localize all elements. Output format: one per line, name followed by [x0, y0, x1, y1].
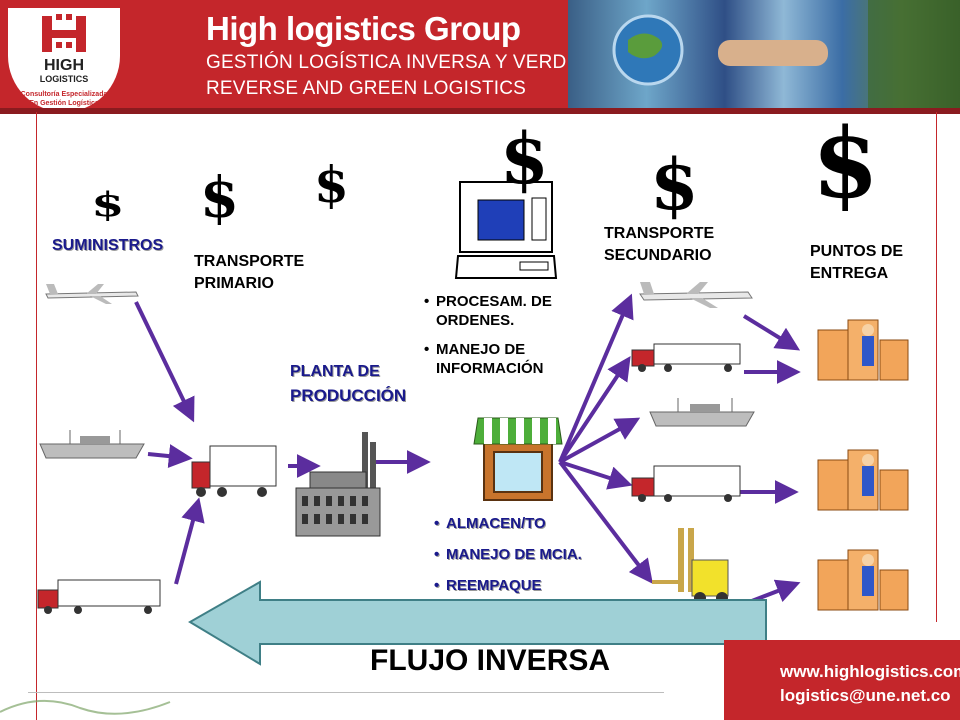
label-flujo-inversa: FLUJO INVERSA: [370, 644, 611, 677]
label-planta-1: PLANTA DE: [290, 363, 380, 380]
ship-icon: [39, 430, 145, 459]
arrow-store-to-forklift: [558, 460, 653, 584]
footer-bar: [724, 640, 960, 720]
bullet-manejo-info-line2: INFORMACIÓN: [436, 360, 544, 377]
info-bullet-list: PROCESAM. DE ORDENES. MANEJO DE INFORMACIÓ…: [424, 292, 552, 378]
bullet-procesamiento-line1: PROCESAM. DE: [436, 293, 552, 310]
computer-icon: [454, 181, 558, 279]
bullet-manejo-info-line1: MANEJO DE: [436, 341, 526, 358]
footer-rule: [28, 692, 664, 693]
header-title: High logistics Group: [206, 10, 521, 47]
dollar-icon-secundario: $: [650, 143, 699, 226]
bullet-manejo-info: MANEJO DE INFORMACIÓN: [424, 340, 552, 378]
dollar-icon-procesamiento: $: [500, 117, 549, 200]
arrow-store-to-ship: [559, 417, 641, 464]
label-suministros: SUMINISTROS: [52, 237, 164, 254]
label-planta-2: PRODUCCIÓN: [290, 386, 407, 405]
bullet-procesamiento: PROCESAM. DE ORDENES.: [424, 292, 552, 330]
label-transporte-primario-2: PRIMARIO: [194, 275, 274, 292]
arrow-ship-to-truck: [147, 444, 193, 469]
store-icon: [473, 417, 563, 501]
arrow-truck-to-truck: [174, 497, 205, 585]
dollar-icon-entrega: $: [812, 107, 879, 220]
right-border-line: [936, 112, 937, 622]
bullet-procesamiento-line2: ORDENES.: [436, 312, 515, 329]
dollar-icon-planta: $: [314, 155, 349, 214]
secondary-truck-icon: [631, 343, 741, 372]
delivery-workers-icon-3: [817, 549, 909, 611]
logo-tagline-2: En Gestión Logística: [29, 100, 99, 107]
arrow-plane-to-delivery: [742, 314, 801, 351]
footer-email-link[interactable]: logistics@une.net.co: [780, 686, 951, 705]
label-transporte-primario-1: TRANSPORTE: [194, 253, 305, 270]
secondary-truck-2-icon: [631, 465, 741, 502]
bullet-almacenamiento: ALMACEN/TO: [434, 514, 582, 533]
footer-website-link[interactable]: www.highlogistics.com: [780, 662, 960, 681]
warehouse-bullet-list: ALMACEN/TO MANEJO DE MCIA. REEMPAQUE: [434, 514, 582, 595]
footer-vine-icon: [0, 699, 171, 715]
header-banner-image: [568, 0, 960, 108]
secondary-airplane-icon: [639, 282, 753, 308]
header-subtitle-1: GESTIÓN LOGÍSTICA INVERSA Y VERDE: [206, 52, 580, 73]
company-logo: HIGH LOGISTICS Consultoría Especializada…: [8, 8, 120, 112]
header-divider: [0, 108, 960, 114]
delivery-workers-icon-2: [817, 449, 909, 511]
dollar-icon-primario: $: [200, 165, 239, 231]
primary-truck-icon: [191, 445, 277, 497]
reverse-flow-arrow: [188, 580, 767, 666]
left-border-line: [36, 112, 37, 720]
label-transporte-secundario-1: TRANSPORTE: [604, 225, 715, 242]
delivery-workers-icon-1: [817, 319, 909, 381]
label-transporte-secundario-2: SECUNDARIO: [604, 247, 712, 264]
header-subtitle-2: REVERSE AND GREEN LOGISTICS: [206, 78, 527, 99]
dollar-icon-suministros: $: [91, 185, 125, 225]
arrow-store-to-truck1: [558, 356, 631, 464]
bullet-reempaque: REEMPAQUE: [434, 576, 582, 595]
logo-tagline-1: Consultoría Especializada: [21, 91, 108, 98]
logo-mark: HIGH LOGISTICS Consultoría Especializada…: [21, 14, 108, 107]
bullet-manejo-mercancia: MANEJO DE MCIA.: [434, 545, 582, 564]
arrow-plane-to-truck: [134, 301, 195, 423]
label-puntos-1: PUNTOS DE: [810, 243, 904, 260]
factory-icon: [295, 432, 381, 537]
arrow-store-to-plane: [558, 293, 634, 463]
airplane-icon: [45, 284, 139, 304]
secondary-ship-icon: [649, 398, 755, 427]
arrow-store-to-truck2: [559, 460, 633, 490]
logo-sub: LOGISTICS: [40, 74, 89, 84]
logo-text: HIGH: [44, 57, 84, 74]
truck-icon: [37, 579, 161, 614]
label-puntos-2: ENTREGA: [810, 265, 889, 282]
forklift-icon: [652, 528, 729, 604]
banner-art: [612, 0, 960, 108]
